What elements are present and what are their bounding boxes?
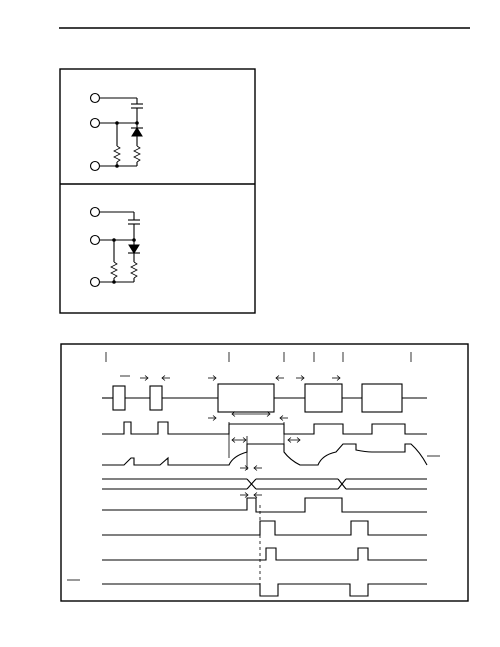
timing-diagram	[60, 343, 469, 602]
diode-icon	[128, 244, 140, 254]
timing-frame	[60, 343, 469, 602]
timing-arrows	[140, 375, 341, 498]
signal-row-7	[102, 547, 427, 561]
arrow-icon	[208, 375, 284, 381]
arrow-icon	[240, 465, 262, 498]
terminal-icon	[89, 206, 101, 218]
signal-row-2	[102, 421, 427, 435]
reference-marks	[105, 352, 412, 362]
arrow-icon	[208, 411, 288, 421]
arrow-icon	[140, 375, 170, 381]
terminal-icon	[89, 92, 101, 104]
arrow-icon	[296, 375, 341, 381]
signal-row-3	[102, 443, 428, 466]
resistor-icon	[133, 145, 141, 163]
signal-row-6	[102, 520, 427, 536]
signal-row-5	[102, 497, 427, 513]
circuit-panel-top	[89, 92, 143, 172]
terminal-icon	[89, 117, 101, 129]
test-circuit-figure	[59, 68, 256, 314]
arrow-icon	[231, 437, 301, 443]
circuit-panel-bottom	[89, 206, 140, 288]
resistor-icon	[130, 261, 138, 279]
capacitor-icon	[128, 219, 140, 225]
terminal-icon	[89, 276, 101, 288]
resistor-icon	[113, 145, 121, 163]
circuit-frame	[59, 68, 256, 314]
resistor-icon	[110, 261, 118, 279]
signal-row-1	[102, 383, 427, 413]
signal-row-4	[102, 478, 427, 490]
diode-icon	[131, 127, 143, 137]
signal-row-8	[102, 583, 427, 597]
terminal-icon	[89, 234, 101, 246]
terminal-icon	[89, 160, 101, 172]
capacitor-icon	[131, 103, 143, 109]
